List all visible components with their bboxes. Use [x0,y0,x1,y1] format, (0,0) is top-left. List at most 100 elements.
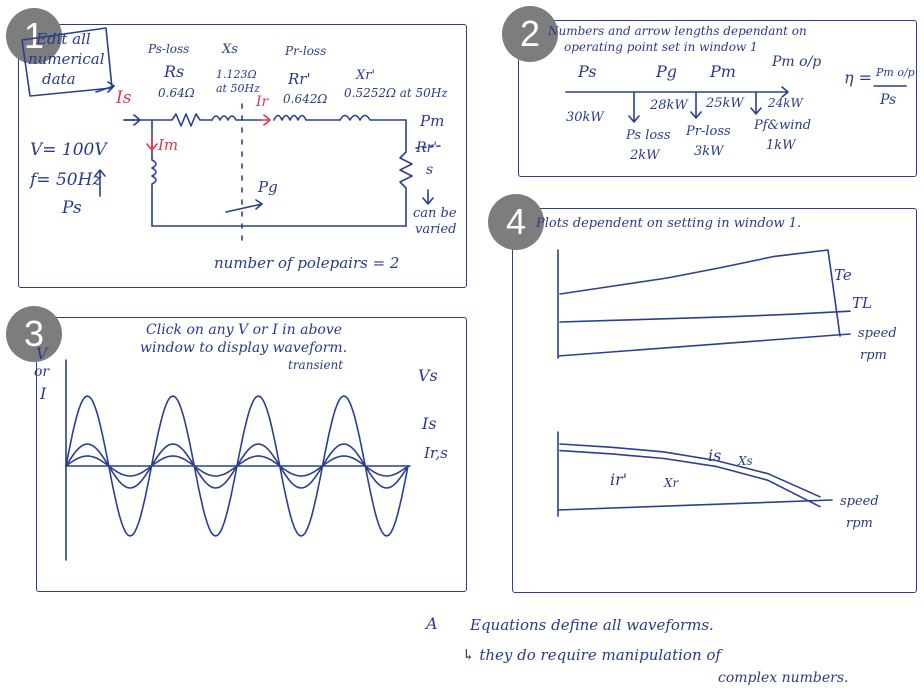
ir-curve-label: ir' [610,470,628,489]
window-2-note-line-1: Numbers and arrow lengths dependant on [548,24,807,38]
window-2-note-line-2: operating point set in window 1 [564,40,758,54]
magnetizing-branch [151,119,157,227]
load-resistor-denominator: s [426,162,434,178]
window-3-note-line-1: Click on any V or I in above [146,322,343,338]
rr-name: Rr' [288,70,311,88]
xs-name: Xs [222,42,238,57]
ps-flow-label: Ps [578,62,597,81]
waveform-y-axis-i: I [40,384,47,403]
torque-series-te [559,249,841,337]
pfw-arrow [750,91,762,115]
xs-curve-label: Xs [738,454,753,468]
window-3-note-line-2: window to display waveform. [140,340,348,356]
edit-note-line-3: data [42,70,76,88]
voltage-value[interactable]: V= 100V [30,140,107,160]
window-3-waveform-panel [36,317,467,592]
window-2-power-flow-panel [518,20,917,177]
pg-arrow [225,199,263,213]
window-4-note: Plots dependent on setting in window 1. [536,216,802,231]
window-4-plots-panel [512,208,917,593]
te-curve-label: Te [834,266,852,284]
rs-name: Rs [164,62,185,81]
current-series-ir [559,449,821,508]
output-power-value: 24kW [768,96,803,110]
ps-loss-arrow [628,91,640,123]
load-resistor [399,151,413,227]
speed-axis-label-2: speed [840,494,879,509]
im-arrow [146,133,158,151]
is-waveform-label: Is [422,414,437,433]
xr-inductor [339,114,407,121]
vs-waveform-label: Vs [418,366,438,385]
ps-loss-label: Ps-loss [148,42,190,56]
rpm-axis-label-2: rpm [846,516,873,531]
pr-loss-flow-label: Pr-loss [686,124,731,139]
load-resistor-label[interactable]: Rr' [416,140,438,156]
friction-windage-label: Pf&wind [754,118,812,133]
xs-frequency: at 50Hz [216,82,260,95]
waveform-y-axis-v: V [36,344,48,363]
xs-value[interactable]: 1.123Ω [216,68,257,81]
speed-axis-label-1: speed [858,326,897,341]
ps-loss-flow-value: 2kW [630,148,660,163]
ir-current-label[interactable]: Ir [256,94,269,110]
edit-note-arrow [95,81,115,93]
power-flow-main-arrow [565,86,789,98]
can-be-label: can be [413,206,457,221]
pr-loss-flow-value: 3kW [694,144,724,159]
pg-flow-label: Pg [656,62,678,81]
pg-value: 28kW [650,98,688,113]
rpm-axis-label-1: rpm [860,348,887,363]
xs-inductor [211,115,263,121]
window-4-badge: 4 [488,194,544,250]
rr-inductor-symbol [273,114,341,121]
edit-note-line-2: numerical [28,50,105,68]
torque-x-axis [557,333,851,357]
tl-curve-label: TL [852,294,872,312]
footer-line-2: ↳ they do require manipulation of [462,646,721,664]
current-series-is [559,443,821,498]
is-arrow [123,114,141,126]
torque-series-tl [559,310,851,323]
input-power-value: 30kW [566,110,604,125]
efficiency-denominator: Ps [880,92,897,108]
pm-op-flow-label: Pm o/p [772,54,822,70]
xr-value[interactable]: 0.5252Ω at 50Hz [344,86,448,100]
footer-line-3: complex numbers. [718,670,849,686]
efficiency-symbol: η = [844,68,873,87]
window-3-note-line-3: transient [288,358,344,372]
rs-resistor [151,113,213,127]
pm-value: 25kW [706,96,744,111]
xr-name: Xr' [356,68,376,83]
im-current-label[interactable]: Im [158,136,179,154]
window-2-badge: 2 [502,6,558,62]
rs-value[interactable]: 0.64Ω [158,86,195,100]
pg-label: Pg [258,178,278,196]
window-3-badge: 3 [6,306,62,362]
irs-waveform-label: Ir,s [424,444,448,462]
vary-arrow [422,189,434,205]
frequency-value[interactable]: f= 50Hz [30,170,102,190]
waveform-y-axis-or: or [34,364,50,380]
efficiency-numerator: Pm o/p [876,66,915,79]
edit-note-line-1: Edit all [36,30,91,48]
footer-line-1: Equations define all waveforms. [470,616,714,634]
waveform-series-irs [65,455,409,477]
friction-windage-value: 1kW [766,138,796,153]
rr-value[interactable]: 0.642Ω [283,92,328,106]
ps-loss-flow-label: Ps loss [626,128,671,143]
is-current-label[interactable]: Is [116,88,132,108]
current-x-axis [557,499,833,511]
varied-label: varied [415,222,457,237]
pm-flow-label: Pm [710,62,736,81]
pr-loss-arrow [690,91,702,119]
ps-label: Ps [62,198,82,218]
pm-label: Pm [420,112,445,130]
frequency-up-arrow [94,169,106,197]
pr-loss-label: Pr-loss [285,44,327,58]
pole-pairs-value[interactable]: number of polepairs = 2 [214,254,400,272]
window-1-circuit-panel [18,24,467,288]
